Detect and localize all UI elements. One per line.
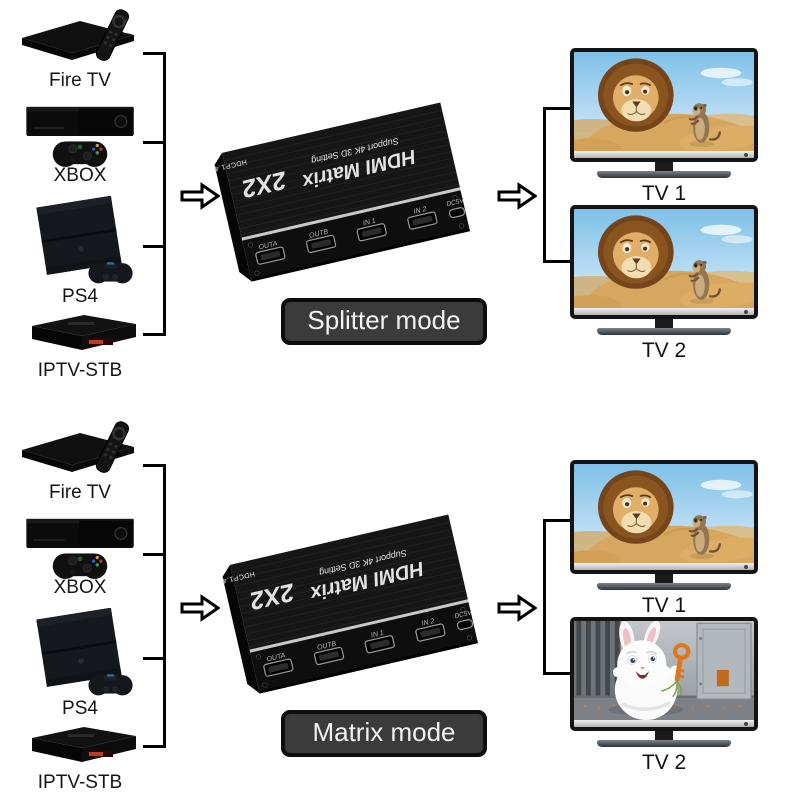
source-label-ps4: PS4 — [62, 286, 98, 307]
source-label-iptv-stb: IPTV-STB — [37, 360, 123, 381]
tv-stand-base — [597, 583, 731, 590]
tv-2: TV 2 — [570, 617, 758, 775]
tv-bezel — [574, 720, 754, 727]
tv-stand-neck — [655, 319, 673, 328]
tv-frame — [570, 48, 758, 162]
tv-bracket — [543, 107, 575, 263]
tv-label: TV 1 — [641, 182, 687, 205]
tv-bezel — [574, 563, 754, 570]
tv-1: TV 1 — [570, 48, 758, 206]
flow-arrow-icon — [497, 594, 537, 622]
fire-tv-icon — [16, 8, 146, 70]
iptv-stb-icon — [22, 310, 146, 358]
source-label-ps4: PS4 — [62, 698, 98, 719]
tv-label: TV 1 — [641, 594, 687, 617]
tv-bezel — [574, 151, 754, 158]
section-splitter-mode: Fire TV XBOX PS4 IPTV-STB Splitter mode — [0, 0, 800, 392]
hdmi-matrix-device — [210, 92, 482, 290]
tv-2: TV 2 — [570, 205, 758, 363]
mode-badge-matrix: Matrix mode — [281, 710, 487, 757]
tv-frame — [570, 617, 758, 731]
hdmi-matrix-device — [218, 504, 490, 702]
source-bracket — [143, 464, 166, 748]
iptv-stb-icon — [22, 722, 146, 770]
xbox-icon — [14, 96, 146, 176]
tv-bezel — [574, 308, 754, 315]
flow-arrow-icon — [180, 594, 220, 622]
tv-stand-base — [597, 740, 731, 747]
power-led-dot — [744, 309, 748, 314]
xbox-icon — [14, 508, 146, 588]
tv-screen-lion-scene — [574, 209, 754, 308]
tv-label: TV 2 — [641, 751, 687, 774]
source-label-fire-tv: Fire TV — [49, 70, 111, 91]
source-label-xbox: XBOX — [53, 577, 107, 598]
tv-stand-neck — [655, 731, 673, 740]
tv-screen-lion-scene — [574, 464, 754, 563]
ps4-icon — [26, 608, 138, 700]
source-label-xbox: XBOX — [53, 165, 107, 186]
power-led-dot — [744, 564, 748, 569]
ps4-icon — [26, 196, 138, 288]
source-bracket — [143, 52, 166, 336]
source-label-fire-tv: Fire TV — [49, 482, 111, 503]
source-label-iptv-stb: IPTV-STB — [37, 772, 123, 793]
tv-stand-base — [597, 328, 731, 335]
tv-stand-base — [597, 171, 731, 178]
tv-screen-rabbit-scene — [574, 621, 754, 720]
power-led-dot — [744, 721, 748, 726]
tv-stand-neck — [655, 574, 673, 583]
power-led-dot — [744, 152, 748, 157]
flow-arrow-icon — [497, 182, 537, 210]
tv-frame — [570, 460, 758, 574]
fire-tv-icon — [16, 420, 146, 482]
tv-label: TV 2 — [641, 339, 687, 362]
mode-badge-splitter: Splitter mode — [281, 298, 487, 345]
tv-stand-neck — [655, 162, 673, 171]
tv-bracket — [543, 519, 575, 675]
tv-screen-lion-scene — [574, 52, 754, 151]
section-matrix-mode: Fire TV XBOX PS4 IPTV-STB Matrix mode — [0, 412, 800, 800]
tv-frame — [570, 205, 758, 319]
tv-1: TV 1 — [570, 460, 758, 618]
